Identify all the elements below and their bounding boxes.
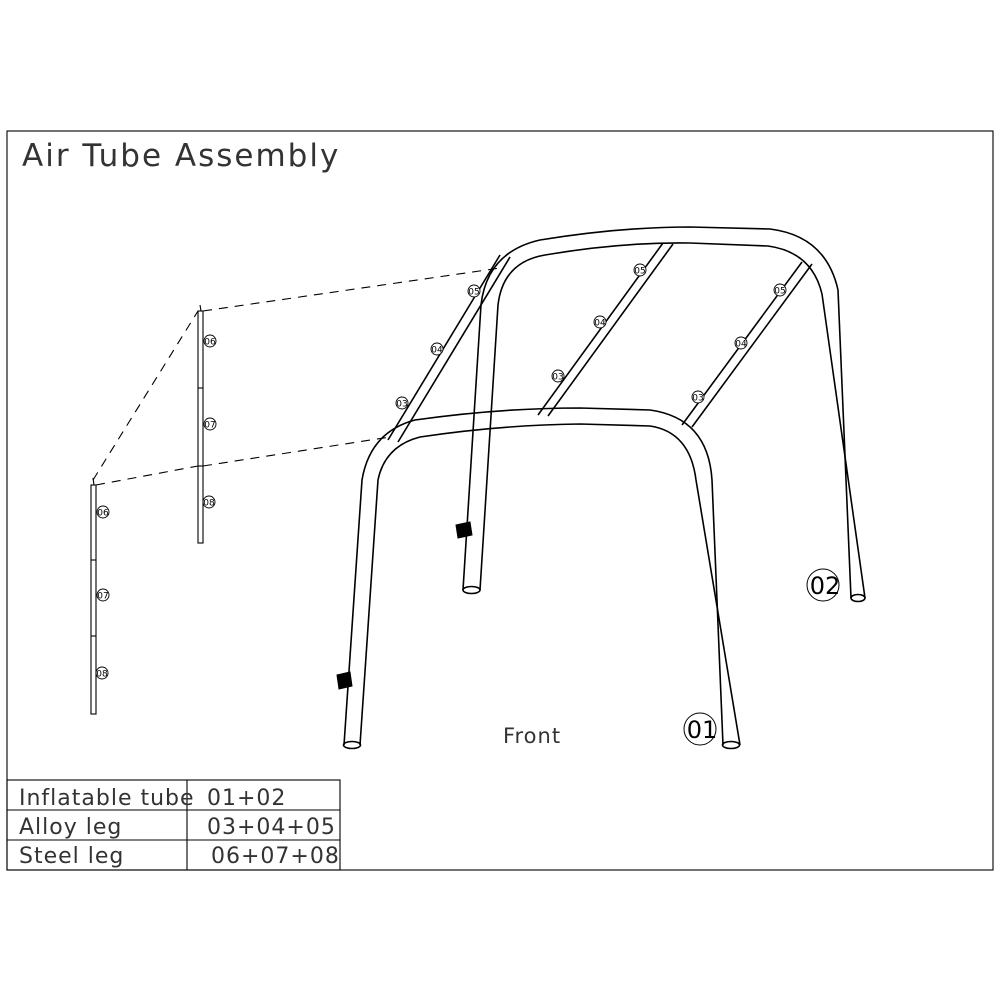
front-tube-left-end <box>342 740 362 750</box>
svg-text:07: 07 <box>97 592 108 602</box>
back-inflatable-tube <box>455 226 866 603</box>
parts-table-row: Steel leg 06+07+08 <box>19 844 340 869</box>
drawing-frame <box>6 130 994 871</box>
alloy-leg-middle <box>537 242 674 417</box>
tag-08-front: 08 <box>95 666 109 680</box>
front-label: Front <box>503 724 561 748</box>
steel-leg-front <box>90 477 97 715</box>
row-parts: 03+04+05 <box>207 815 336 840</box>
tag-04-middle: 04 <box>593 315 607 329</box>
front-tube-valve <box>336 671 353 690</box>
projection-lines <box>92 267 501 486</box>
parts-table: Inflatable tube 01+02 Alloy leg 03+04+05… <box>6 779 341 871</box>
svg-text:04: 04 <box>594 319 606 329</box>
tag-07-front: 07 <box>96 588 110 602</box>
svg-text:06: 06 <box>97 509 109 519</box>
tag-04-right: 04 <box>734 336 748 350</box>
svg-text:03: 03 <box>552 373 563 383</box>
tag-06-front: 06 <box>96 505 110 519</box>
diagram-title: Air Tube Assembly <box>22 138 340 174</box>
parts-table-row: Inflatable tube 01+02 <box>19 786 286 811</box>
back-tube-left-end <box>462 585 481 595</box>
back-tube-valve <box>455 521 473 539</box>
svg-text:03: 03 <box>396 400 407 410</box>
tag-05-left: 05 <box>467 284 481 298</box>
svg-text:04: 04 <box>735 340 747 350</box>
row-name: Steel leg <box>19 844 124 869</box>
tag-06-rear: 06 <box>203 334 217 348</box>
svg-text:02: 02 <box>810 572 841 600</box>
tag-03-left: 03 <box>395 396 409 410</box>
svg-text:03: 03 <box>692 394 703 404</box>
steel-leg-rear <box>197 304 204 544</box>
front-tube-right-end <box>721 740 741 750</box>
tag-03-middle: 03 <box>551 369 565 383</box>
svg-text:01: 01 <box>687 716 718 744</box>
tag-04-left: 04 <box>430 342 444 356</box>
svg-text:08: 08 <box>96 670 108 680</box>
svg-text:05: 05 <box>634 267 645 277</box>
row-parts: 06+07+08 <box>211 844 340 869</box>
tag-05-right: 05 <box>773 283 787 297</box>
tag-03-right: 03 <box>691 390 705 404</box>
front-inflatable-tube <box>336 407 741 750</box>
svg-text:05: 05 <box>468 288 479 298</box>
tag-07-rear: 07 <box>203 417 217 431</box>
alloy-leg-left <box>387 254 511 443</box>
tag-08-rear: 08 <box>202 495 216 509</box>
row-parts: 01+02 <box>207 786 286 811</box>
tag-02-back-tube: 02 <box>806 568 841 602</box>
svg-text:07: 07 <box>204 421 215 431</box>
row-name: Alloy leg <box>19 815 122 840</box>
row-name: Inflatable tube <box>19 786 195 811</box>
svg-text:04: 04 <box>431 346 443 356</box>
svg-text:06: 06 <box>204 338 216 348</box>
parts-table-row: Alloy leg 03+04+05 <box>19 815 336 840</box>
svg-text:05: 05 <box>774 287 785 297</box>
tag-01-front-tube: 01 <box>683 712 718 746</box>
svg-text:08: 08 <box>203 499 215 509</box>
back-tube-right-end <box>850 593 866 603</box>
tag-05-middle: 05 <box>633 263 647 277</box>
